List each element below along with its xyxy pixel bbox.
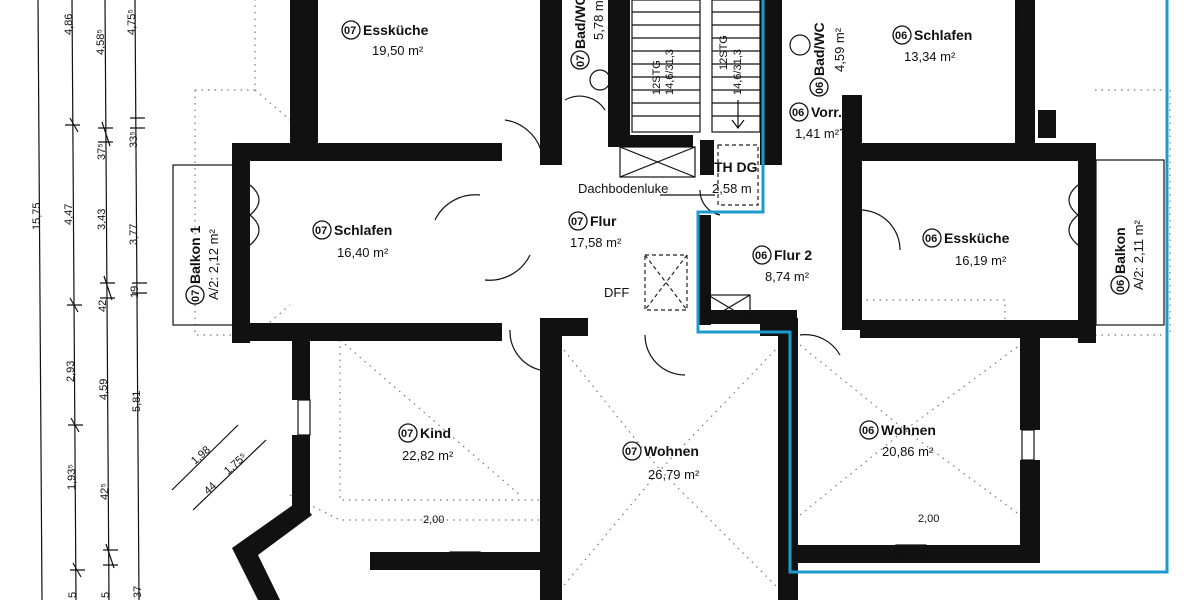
room-name: Schlafen xyxy=(914,27,972,43)
unit-number: 06 xyxy=(755,250,767,262)
room-area: 5,78 m² xyxy=(591,0,606,40)
dim: 5,81 xyxy=(131,391,143,412)
room-07-kind: 07 Kind 22,82 m² xyxy=(398,423,454,463)
room-06-schlafen: 06 Schlafen 13,34 m² xyxy=(892,25,972,64)
unit-number: 06 xyxy=(862,425,874,437)
unit-number: 07 xyxy=(190,290,202,302)
unit-number: 06 xyxy=(1115,280,1127,292)
stair-ratio: 14,6/31,3 xyxy=(732,49,744,95)
room-name: TH DG xyxy=(714,159,758,175)
dim: 3,43 xyxy=(96,209,108,230)
dim: 37 xyxy=(132,586,144,598)
dim: 42⁵ xyxy=(99,483,111,500)
window-dim-right: 2,00 xyxy=(918,513,939,525)
room-area: 4,59 m² xyxy=(832,27,847,72)
unit-number: 06 xyxy=(814,82,826,94)
dim: 19 xyxy=(129,286,141,298)
window-dim-left: 2,00 xyxy=(423,514,444,526)
room-06-balkon: 06 Balkon A/2: 2,11 m² xyxy=(1110,219,1146,295)
room-name: Bad/WC xyxy=(572,0,588,49)
room-area: 26,79 m² xyxy=(648,467,700,482)
room-name: Kind xyxy=(420,425,451,441)
room-07-schlafen: 07 Schlafen 16,40 m² xyxy=(312,220,392,260)
dim: 33⁵ xyxy=(128,131,140,148)
unit-number: 07 xyxy=(315,225,327,237)
unit-number: 06 xyxy=(925,233,937,245)
room-name: Vorr. xyxy=(811,104,842,120)
unit-number: 07 xyxy=(344,25,356,37)
stairs xyxy=(631,0,761,133)
dim: 4,47 xyxy=(63,204,75,225)
dachbodenluke-label: Dachbodenluke xyxy=(578,181,668,196)
room-name: Bad/WC xyxy=(811,22,827,76)
room-name: Essküche xyxy=(944,230,1010,246)
unit-06-boundary xyxy=(696,0,1169,574)
dim: 4,86 xyxy=(63,14,75,35)
unit-number: 06 xyxy=(792,107,804,119)
room-th-dg: TH DG 2,58 m xyxy=(712,159,758,196)
room-06-flur2: 06 Flur 2 8,74 m² xyxy=(752,245,812,284)
room-name: Balkon 1 xyxy=(187,225,203,284)
walls xyxy=(232,0,1096,600)
room-area: A/2: 2,11 m² xyxy=(1131,219,1146,290)
room-area: 2,58 m xyxy=(712,181,752,196)
bay-dimension-lines xyxy=(171,424,267,511)
dim: 4,75⁵ xyxy=(126,9,138,35)
stair-ratio: 14,6/31,3 xyxy=(664,49,676,95)
room-name: Flur 2 xyxy=(774,247,812,263)
unit-number: 07 xyxy=(401,428,413,440)
room-name: Wohnen xyxy=(644,443,699,459)
unit-number: 07 xyxy=(625,446,637,458)
openings xyxy=(172,0,1165,569)
stair-steps: 12STG xyxy=(651,60,663,95)
room-area: 17,58 m² xyxy=(570,235,622,250)
room-area: 13,34 m² xyxy=(904,49,956,64)
dim: 4,59 xyxy=(98,379,110,400)
dim-total: 15,75 xyxy=(31,202,43,230)
room-07-flur: 07 Flur 17,58 m² xyxy=(568,211,622,250)
dim: 42 xyxy=(97,300,109,312)
room-07-esskueche: 07 Essküche 19,50 m² xyxy=(341,20,429,58)
room-07-bad: 07 Bad/WC 5,78 m² xyxy=(570,0,606,70)
room-area: 16,19 m² xyxy=(955,253,1007,268)
dim: 5 xyxy=(100,592,112,598)
dim-bay: 1,98 xyxy=(189,444,213,467)
dim-bay: 1,75⁵ xyxy=(222,451,249,477)
room-06-bad: 06 Bad/WC 4,59 m² xyxy=(809,22,847,97)
room-area: 8,74 m² xyxy=(765,269,810,284)
room-07-balkon: 07 Balkon 1 A/2: 2,12 m² xyxy=(185,225,221,305)
room-name: Wohnen xyxy=(881,422,936,438)
room-name: Balkon xyxy=(1112,227,1128,274)
room-06-esskueche: 06 Essküche 16,19 m² xyxy=(922,228,1010,268)
room-name: Essküche xyxy=(363,22,429,38)
room-labels: 07 Essküche 19,50 m² 07 Bad/WC 5,78 m² 0… xyxy=(185,0,1146,526)
dim: 2,93 xyxy=(65,361,77,382)
room-area: 19,50 m² xyxy=(372,43,424,58)
dim: 37⁵ xyxy=(96,143,108,160)
room-area: 20,86 m² xyxy=(882,444,934,459)
stair-steps: 12STG xyxy=(718,35,730,70)
room-07-wohnen: 07 Wohnen 26,79 m² xyxy=(622,441,700,482)
dim: 4,58⁵ xyxy=(95,29,107,55)
room-area: 22,82 m² xyxy=(402,448,454,463)
room-area: 1,41 m² xyxy=(795,126,840,141)
dim: 1,93⁵ xyxy=(66,464,78,490)
unit-number: 06 xyxy=(895,30,907,42)
dimension-texts: 15,75 4,86 4,47 2,93 1,93⁵ 5 4,58⁵ 37⁵ 3… xyxy=(31,9,144,598)
dim: 3,77 xyxy=(128,224,140,245)
room-name: Flur xyxy=(590,213,617,229)
dim-bay: 44 xyxy=(202,480,219,497)
dff-label: DFF xyxy=(604,285,629,300)
dimension-lines xyxy=(37,0,147,600)
room-area: 16,40 m² xyxy=(337,245,389,260)
room-06-vorr: 06 Vorr. 1,41 m² xyxy=(789,102,842,141)
room-06-wohnen: 06 Wohnen 20,86 m² xyxy=(859,420,936,459)
unit-number: 07 xyxy=(575,55,587,67)
dim: 5 xyxy=(67,592,79,598)
room-area: A/2: 2,12 m² xyxy=(206,229,221,300)
room-name: Schlafen xyxy=(334,222,392,238)
unit-number: 07 xyxy=(571,216,583,228)
